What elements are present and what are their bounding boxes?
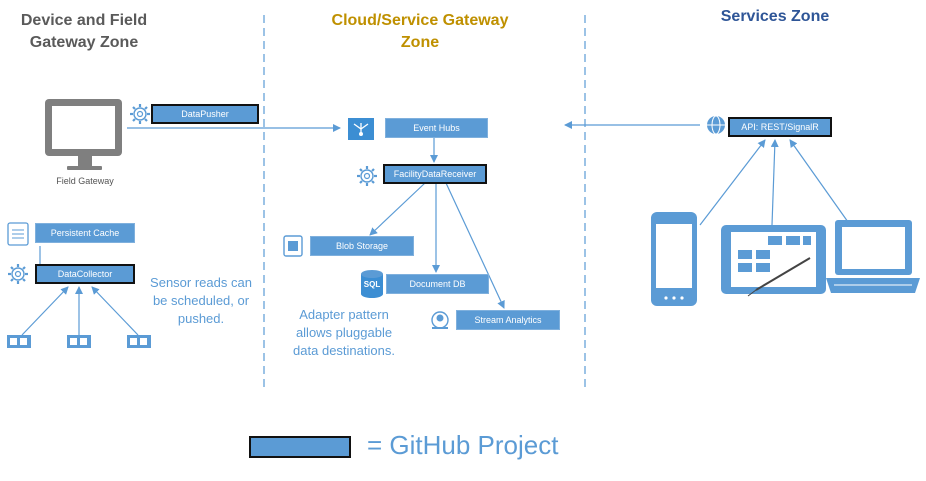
event-hubs-node: Event Hubs bbox=[385, 118, 488, 138]
sensor-icon bbox=[67, 335, 91, 348]
event-hubs-icon bbox=[348, 118, 374, 140]
datacollector-node: DataCollector bbox=[35, 264, 135, 284]
connector-laptop-api bbox=[789, 139, 849, 223]
blob-storage-icon bbox=[283, 235, 303, 257]
field-gateway-label: Field Gateway bbox=[56, 176, 114, 186]
legend-label: = GitHub Project bbox=[367, 430, 559, 460]
sensor-icon bbox=[7, 335, 31, 348]
datapusher-node: DataPusher bbox=[151, 104, 259, 124]
document-db-node: Document DB bbox=[386, 274, 489, 294]
zone-title-services: Services Zone bbox=[720, 8, 830, 25]
gear-icon bbox=[357, 166, 377, 186]
connector-phone-api bbox=[699, 139, 766, 226]
tablet-icon bbox=[721, 225, 826, 297]
stream-analytics-icon bbox=[431, 311, 449, 329]
zone-title-device: Device and Field Gateway Zone bbox=[20, 12, 148, 51]
sensor-note: Sensor reads can be scheduled, or pushed… bbox=[150, 275, 252, 326]
legend-swatch bbox=[249, 436, 351, 458]
laptop-icon bbox=[826, 220, 920, 293]
api-node: API: REST/SignalR bbox=[728, 117, 832, 137]
sql-badge: SQL bbox=[363, 280, 381, 289]
sensor-icon bbox=[127, 335, 151, 348]
connector-sensor3-collector bbox=[91, 286, 139, 336]
connector-sensor1-collector bbox=[21, 286, 69, 336]
monitor-icon bbox=[45, 99, 122, 170]
persistent-cache-node: Persistent Cache bbox=[35, 223, 135, 243]
gear-icon bbox=[8, 264, 28, 284]
cache-icon bbox=[7, 222, 29, 246]
adapter-note: Adapter pattern allows pluggable data de… bbox=[293, 307, 395, 358]
stream-analytics-node: Stream Analytics bbox=[456, 310, 560, 330]
globe-icon bbox=[707, 115, 725, 135]
database-icon bbox=[361, 270, 383, 298]
connector-tablet-api bbox=[770, 139, 779, 226]
connector-receiver-stream bbox=[445, 182, 505, 309]
facility-data-receiver-node: FacilityDataReceiver bbox=[383, 164, 487, 184]
zone-title-cloud: Cloud/Service Gateway Zone bbox=[331, 12, 509, 51]
gear-icon bbox=[130, 104, 150, 124]
connector-receiver-blob bbox=[369, 182, 426, 236]
blob-storage-node: Blob Storage bbox=[310, 236, 414, 256]
phone-icon bbox=[651, 212, 697, 306]
